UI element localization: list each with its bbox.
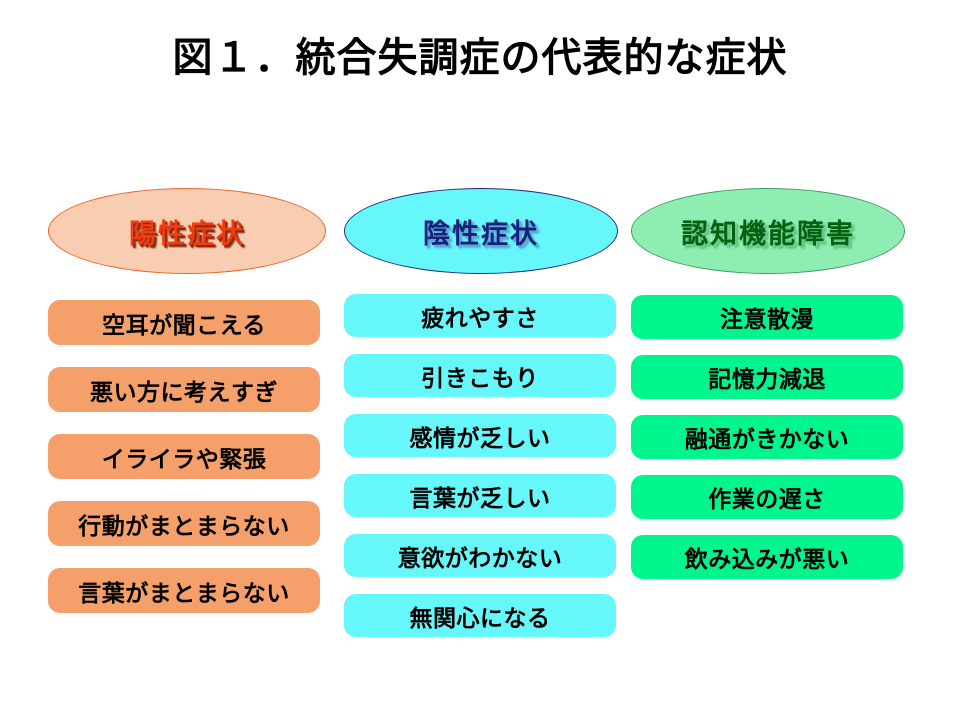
symptom-column-positive: 陽性症状 空耳が聞こえる 悪い方に考えすぎ イライラや緊張 行動がまとまらない … [48, 188, 326, 613]
category-ellipse-cognitive: 認知機能障害 [631, 188, 905, 274]
symptom-box: 空耳が聞こえる [48, 300, 320, 345]
symptom-list-cognitive: 注意散漫 記憶力減退 融通がきかない 作業の遅さ 飲み込みが悪い [631, 295, 905, 595]
category-label-negative: 陰性症状 [423, 218, 539, 249]
symptom-box: 言葉がまとまらない [48, 568, 320, 613]
symptom-box: 無関心になる [344, 594, 616, 637]
symptom-box: 引きこもり [344, 354, 616, 397]
symptom-box: 疲れやすさ [344, 294, 616, 337]
symptom-box: 注意散漫 [631, 295, 903, 339]
category-label-positive: 陽性症状 [129, 218, 245, 249]
symptom-box: 記憶力減退 [631, 355, 903, 399]
category-ellipse-positive: 陽性症状 [48, 188, 326, 274]
symptom-box: 融通がきかない [631, 415, 903, 459]
symptom-box: 飲み込みが悪い [631, 535, 903, 579]
symptom-column-negative: 陰性症状 疲れやすさ 引きこもり 感情が乏しい 言葉が乏しい 意欲がわかない 無… [344, 188, 618, 637]
symptom-box: イライラや緊張 [48, 434, 320, 479]
symptom-box: 感情が乏しい [344, 414, 616, 457]
symptom-box: 悪い方に考えすぎ [48, 367, 320, 412]
symptom-box: 意欲がわかない [344, 534, 616, 577]
symptom-box: 作業の遅さ [631, 475, 903, 519]
symptom-list-positive: 空耳が聞こえる 悪い方に考えすぎ イライラや緊張 行動がまとまらない 言葉がまと… [48, 300, 326, 635]
symptom-list-negative: 疲れやすさ 引きこもり 感情が乏しい 言葉が乏しい 意欲がわかない 無関心になる [344, 294, 618, 654]
symptom-box: 言葉が乏しい [344, 474, 616, 517]
category-ellipse-negative: 陰性症状 [344, 188, 618, 274]
page-title: 図１．統合失調症の代表的な症状 [172, 36, 788, 80]
category-label-cognitive: 認知機能障害 [681, 218, 855, 249]
symptom-box: 行動がまとまらない [48, 501, 320, 546]
symptom-column-cognitive: 認知機能障害 注意散漫 記憶力減退 融通がきかない 作業の遅さ 飲み込みが悪い [631, 188, 905, 579]
